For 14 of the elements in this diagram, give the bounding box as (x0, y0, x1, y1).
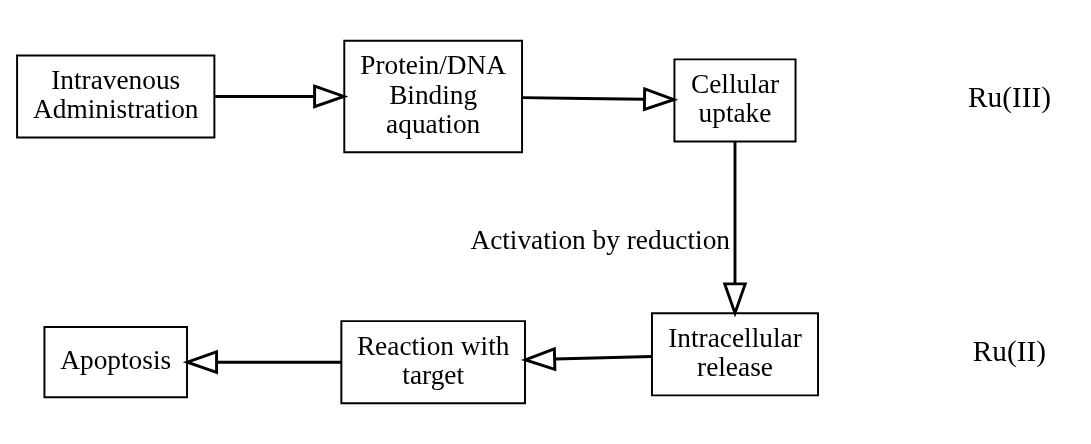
arrow (722, 141, 748, 318)
label: Ru(II) (972, 335, 1047, 368)
node-box: Intracellular release (651, 312, 819, 397)
arrow (215, 84, 349, 109)
node-box: Protein/DNA Binding aquation (343, 39, 524, 154)
node-box: Apoptosis (43, 326, 188, 399)
arrow (182, 349, 341, 375)
arrow (522, 86, 679, 112)
edge-label: Activation by reduction (470, 225, 730, 256)
label: Ru(III) (967, 81, 1051, 114)
node-box: Reaction with target (340, 320, 526, 405)
node-box: Intravenous Administration (16, 54, 216, 139)
arrow (520, 346, 652, 372)
node-box: Cellular uptake (673, 58, 797, 143)
